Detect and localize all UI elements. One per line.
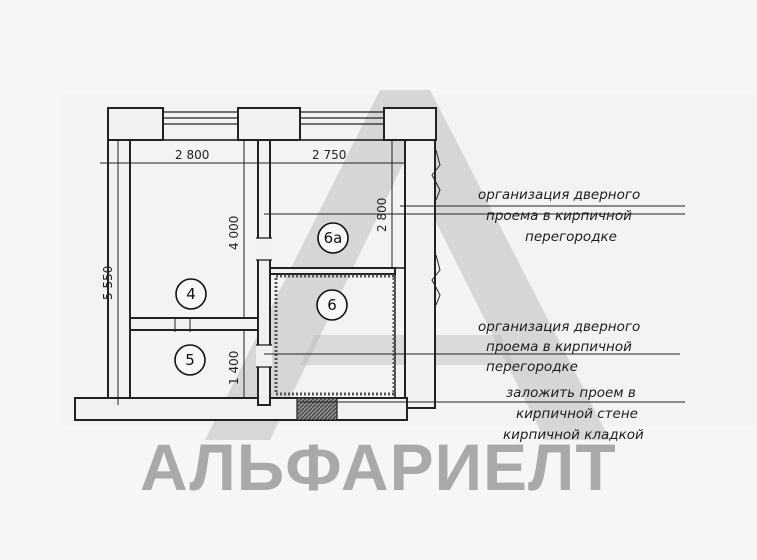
room-6a-label: 6а	[324, 229, 343, 247]
leader-lines	[264, 149, 685, 403]
room-5-label: 5	[185, 351, 195, 369]
room-4-outline	[129, 139, 259, 319]
dim-2800-top: 2 800	[175, 148, 209, 162]
note-1-line-1: организация дверного	[478, 187, 640, 203]
wall-right-outer	[404, 139, 436, 409]
note-3-line-2: кирпичной стене	[516, 406, 638, 422]
note-2: организация дверного проема в кирпичной …	[478, 319, 640, 375]
dim-2800-right: 2 800	[375, 198, 389, 232]
room-6a-outline	[269, 139, 406, 269]
room-5-circle	[174, 344, 206, 376]
windows	[163, 111, 384, 125]
room-4-label: 4	[186, 285, 196, 303]
dim-5550-left: 5 550	[101, 266, 115, 300]
wall-bottom	[74, 397, 408, 421]
room-6-inner-border	[274, 274, 396, 396]
note-3: заложить проем в кирпичной стене кирпичн…	[503, 385, 644, 443]
dim-4000: 4 000	[227, 216, 241, 250]
note-1: организация дверного проема в кирпичной …	[478, 187, 640, 245]
note-3-line-3: кирпичной кладкой	[503, 427, 644, 443]
note-3-line-1: заложить проем в	[506, 385, 636, 401]
note-2-line-2: проема в кирпичной	[486, 339, 632, 355]
note-1-line-3: перегородке	[525, 229, 617, 245]
note-2-line-3: перегородке	[486, 359, 578, 375]
wall-partition-6a-6	[269, 267, 396, 275]
wall-top-middle	[237, 107, 301, 141]
room-6-circle	[316, 289, 348, 321]
dim-2750-top: 2 750	[312, 148, 346, 162]
room-6-label: 6	[327, 296, 337, 314]
wall-top-right	[383, 107, 437, 141]
wall-top-left	[107, 107, 164, 141]
wall-partition-4-5	[129, 317, 259, 331]
dimension-lines	[100, 139, 406, 405]
wall-left-outer	[107, 109, 131, 411]
room-6a-circle	[317, 222, 349, 254]
watermark-text: АЛЬФАРИЕЛТ	[140, 430, 617, 504]
note-2-line-1: организация дверного	[478, 319, 640, 335]
dim-1400: 1 400	[227, 351, 241, 385]
note-1-line-2: проема в кирпичной	[486, 208, 632, 224]
door-openings	[256, 238, 272, 367]
bricked-opening	[296, 397, 338, 421]
room-4-circle	[175, 278, 207, 310]
